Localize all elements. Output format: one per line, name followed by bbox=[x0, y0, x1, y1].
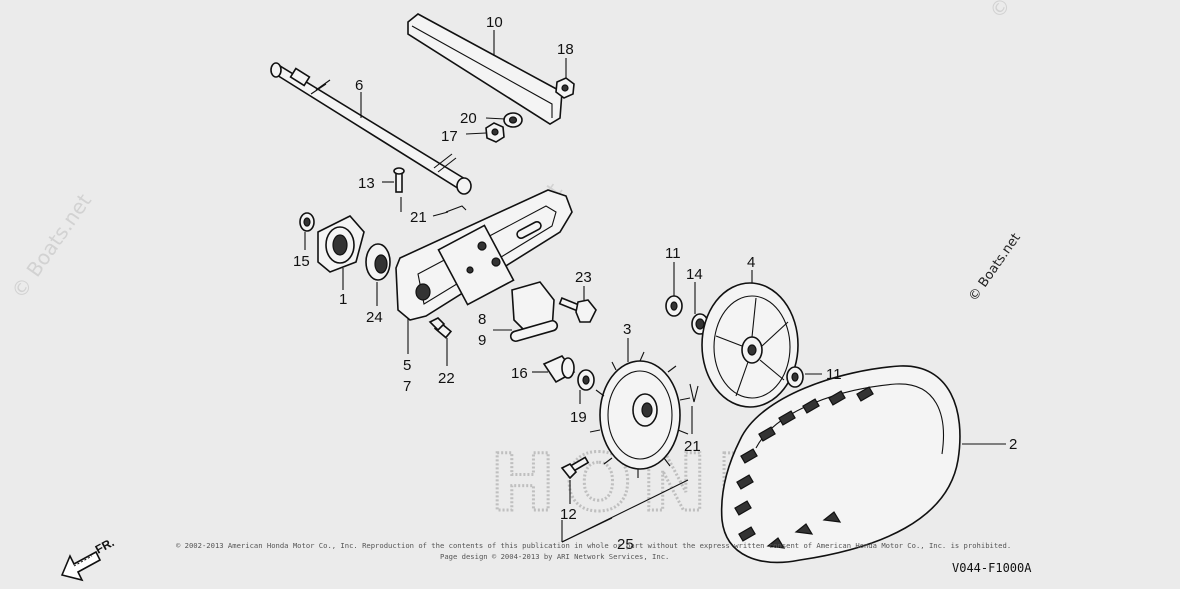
copyright-line-1: © 2002-2013 American Honda Motor Co., In… bbox=[176, 541, 1011, 550]
leader-lines bbox=[304, 30, 1006, 543]
callout-15: 15 bbox=[293, 253, 310, 270]
callout-11-upper: 11 bbox=[665, 245, 681, 262]
callout-23: 23 bbox=[575, 269, 592, 286]
part-22-bolt bbox=[428, 317, 453, 339]
callout-7: 7 bbox=[403, 378, 411, 395]
part-17-nut bbox=[485, 122, 505, 143]
part-16-collar bbox=[542, 355, 576, 384]
callout-1: 1 bbox=[339, 291, 347, 308]
callout-22: 22 bbox=[438, 370, 455, 387]
part-1-flange bbox=[317, 215, 365, 273]
diagram-code: V044-F1000A bbox=[952, 561, 1032, 575]
part-15-washer bbox=[299, 212, 315, 232]
callout-group: 10 18 6 20 17 13 21 15 1 24 5 7 22 23 8 … bbox=[293, 14, 1017, 553]
part-20-washer bbox=[503, 112, 523, 128]
part-10-bracket bbox=[407, 13, 563, 125]
callout-21-lower: 21 bbox=[684, 438, 701, 455]
callout-10: 10 bbox=[486, 14, 503, 31]
part-5-chain-case bbox=[395, 189, 573, 321]
watermark-right-dark: © Boats.net bbox=[966, 231, 1024, 305]
callout-21-upper: 21 bbox=[410, 209, 427, 226]
part-11-washer-upper bbox=[665, 295, 683, 317]
part-21-pin-lower bbox=[689, 383, 699, 403]
part-19-washer bbox=[577, 369, 595, 391]
callout-14: 14 bbox=[686, 266, 703, 283]
callout-20: 20 bbox=[460, 110, 477, 127]
front-direction-arrow bbox=[60, 550, 102, 582]
callout-3: 3 bbox=[623, 321, 631, 338]
part-8-bracket bbox=[509, 281, 559, 343]
callout-24: 24 bbox=[366, 309, 383, 326]
part-6-shaft bbox=[270, 62, 472, 195]
callout-6: 6 bbox=[355, 77, 363, 94]
callout-4: 4 bbox=[747, 254, 755, 271]
part-11-washer-lower bbox=[786, 366, 804, 388]
part-3-sprocket bbox=[589, 351, 691, 478]
callout-12: 12 bbox=[560, 506, 577, 523]
callout-13: 13 bbox=[358, 175, 375, 192]
part-18-nut bbox=[555, 77, 575, 99]
callout-18: 18 bbox=[557, 41, 574, 58]
part-2-track bbox=[720, 365, 961, 564]
callout-16: 16 bbox=[511, 365, 528, 382]
part-21-pin bbox=[445, 205, 467, 213]
part-24-bearing bbox=[365, 243, 391, 281]
watermark-left: © Boats.net bbox=[6, 189, 96, 303]
copyright-line-2: Page design © 2004-2013 by ARI Network S… bbox=[440, 552, 669, 561]
callout-25: 25 bbox=[617, 536, 634, 553]
callout-19: 19 bbox=[570, 409, 587, 426]
part-13-bolt bbox=[393, 167, 405, 193]
callout-17: 17 bbox=[441, 128, 458, 145]
callout-5: 5 bbox=[403, 357, 411, 374]
part-12-bolt bbox=[560, 456, 590, 480]
part-23-bolt bbox=[558, 297, 597, 323]
part-4-wheel bbox=[701, 282, 799, 408]
callout-11-lower: 11 bbox=[826, 366, 842, 383]
watermark-top-right: © Boats.net bbox=[984, 0, 1074, 23]
callout-2: 2 bbox=[1009, 436, 1017, 453]
callout-9: 9 bbox=[478, 332, 486, 349]
callout-8: 8 bbox=[478, 311, 486, 328]
